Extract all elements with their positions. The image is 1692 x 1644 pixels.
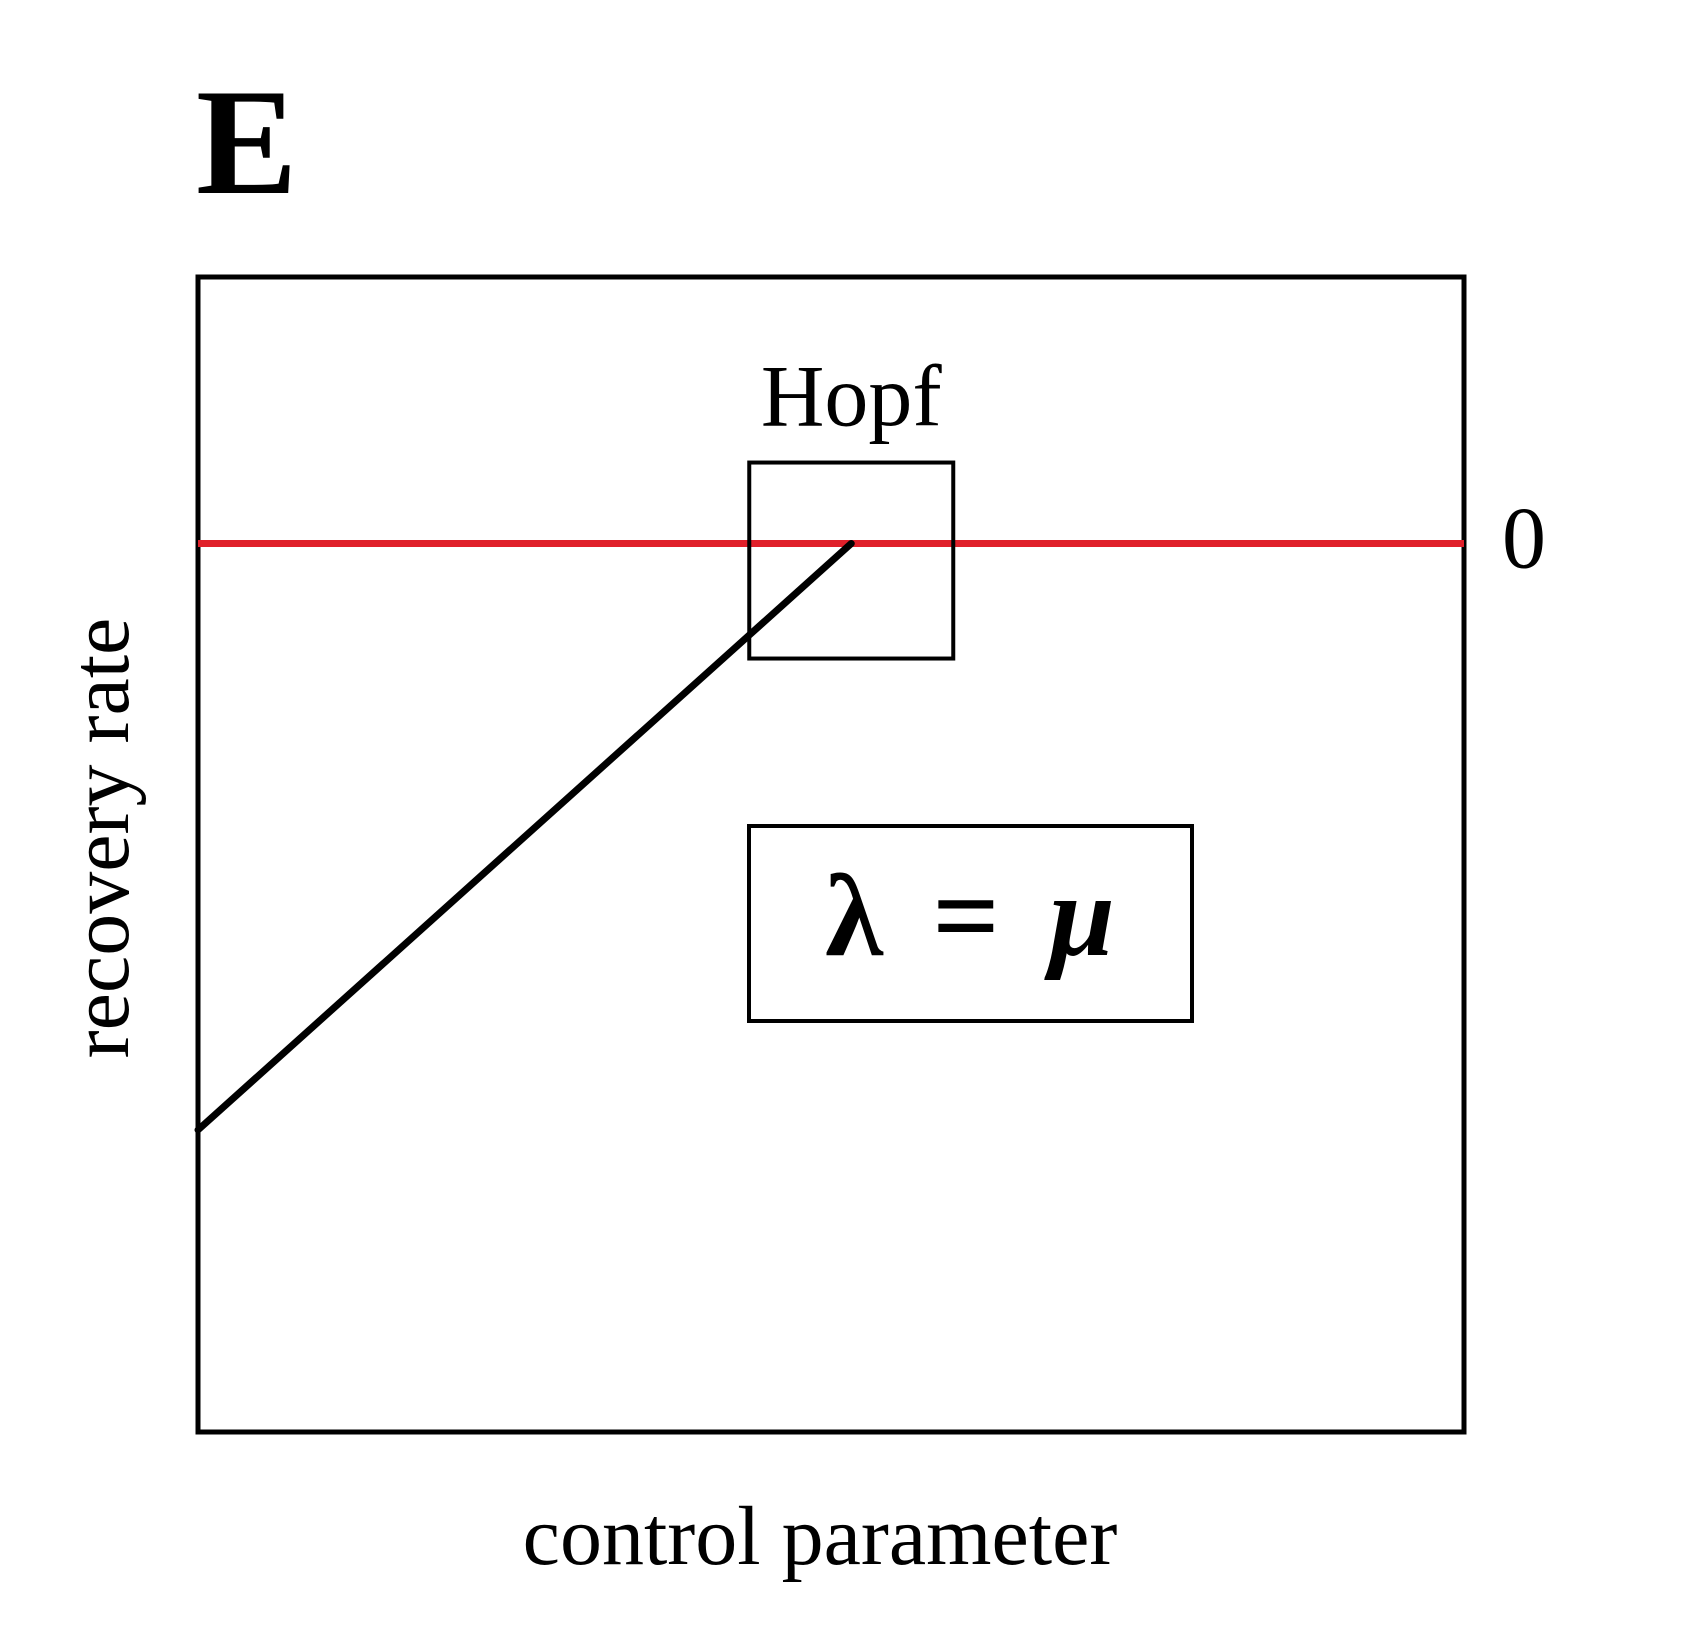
formula-lhs: λ [825,850,884,981]
formula-text: λ = μ [825,850,1115,981]
series-line [194,540,855,1134]
y-axis-label: recovery rate [54,618,147,1059]
hopf-label: Hopf [761,349,943,446]
plot-frame [195,274,1467,1435]
y-tick-label-zero: 0 [1502,491,1546,588]
formula-operator: = [933,850,1000,981]
formula-box [747,824,1194,1023]
x-axis-label: control parameter [523,1490,1118,1583]
formula-rhs: μ [1043,850,1115,981]
hopf-highlight-box [747,460,956,661]
panel-letter: E [196,58,297,226]
